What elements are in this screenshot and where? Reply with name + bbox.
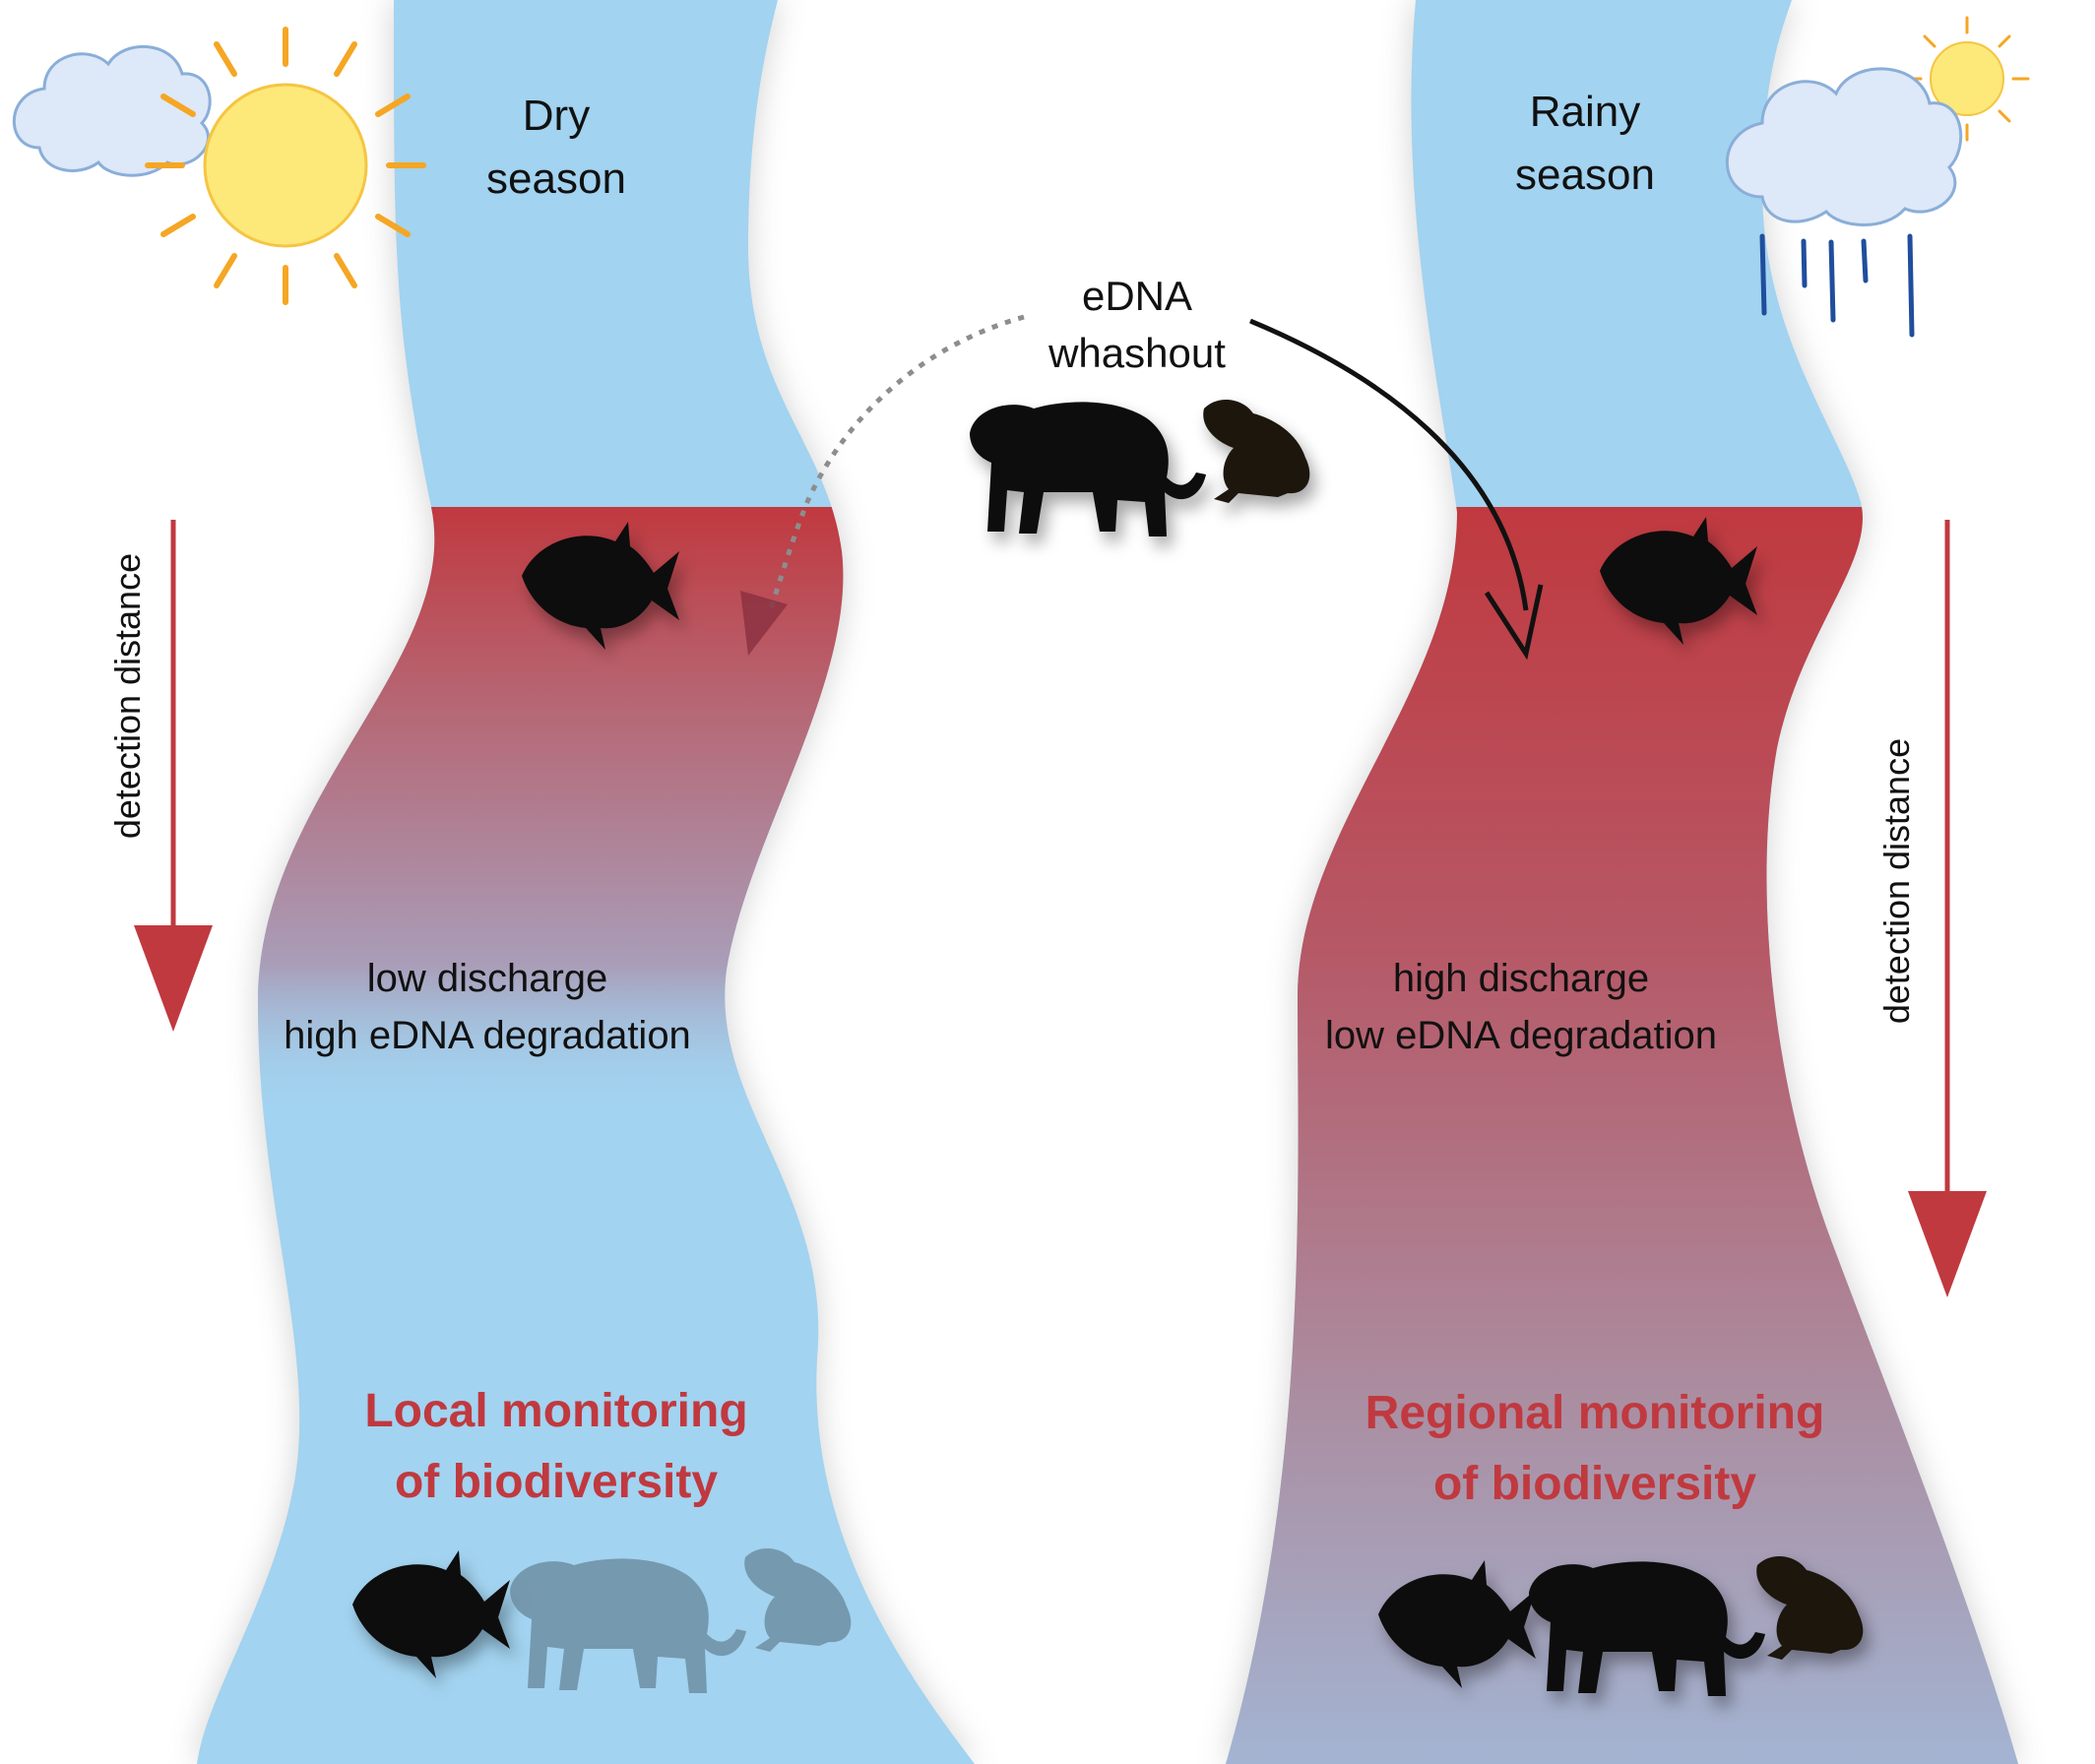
dry-season-line2: season [486,155,626,203]
dry-season-line1: Dry [522,92,591,140]
jaguar-icon [970,402,1206,536]
dry-season-label: Dry season [458,85,655,211]
washout-arrow-dotted [740,314,1025,656]
cloud-icon [12,44,212,177]
rain-cloud-icon [1725,67,1963,338]
fish-icon [522,522,679,650]
rainy-season-label: Rainy season [1487,81,1683,207]
high-discharge-label: high discharge low eDNA degradation [1280,950,1762,1064]
local-monitoring-line1: Local monitoring [364,1385,748,1437]
small-sun-icon [1904,16,2030,142]
jaguar-icon [1529,1561,1765,1696]
high-discharge-line1: high discharge [1392,957,1650,1000]
regional-monitoring-line1: Regional monitoring [1365,1387,1825,1439]
frog-icon [1756,1555,1864,1660]
rainy-season-line1: Rainy [1529,88,1641,136]
detection-arrow-right [1908,520,1987,1297]
regional-monitoring-line2: of biodiversity [1432,1458,1757,1510]
high-discharge-line2: low eDNA degradation [1324,1014,1718,1057]
low-discharge-line1: low discharge [366,957,608,1000]
jaguar-icon-faded [510,1558,746,1693]
detection-distance-right: detection distance [1876,737,1917,1025]
rainy-season-line2: season [1515,151,1655,199]
local-monitoring-headline: Local monitoring of biodiversity [286,1376,827,1518]
frog-icon [1203,399,1310,503]
frog-icon-faded [744,1547,852,1652]
fish-icon [1600,517,1757,645]
detection-distance-left: detection distance [107,552,148,840]
sun-icon [145,27,426,305]
edna-washout-line2: whashout [1048,330,1226,376]
edna-washout-line1: eDNA [1081,273,1193,319]
fish-icon [352,1550,510,1678]
detection-arrow-left [134,520,213,1032]
fish-icon [1378,1560,1536,1688]
low-discharge-line2: high eDNA degradation [284,1014,691,1057]
washout-arrow-solid [1249,318,1544,661]
edna-washout-label: eDNA whashout [1014,268,1260,382]
regional-monitoring-headline: Regional monitoring of biodiversity [1319,1378,1871,1520]
local-monitoring-line2: of biodiversity [394,1456,719,1508]
low-discharge-label: low discharge high eDNA degradation [236,950,738,1064]
